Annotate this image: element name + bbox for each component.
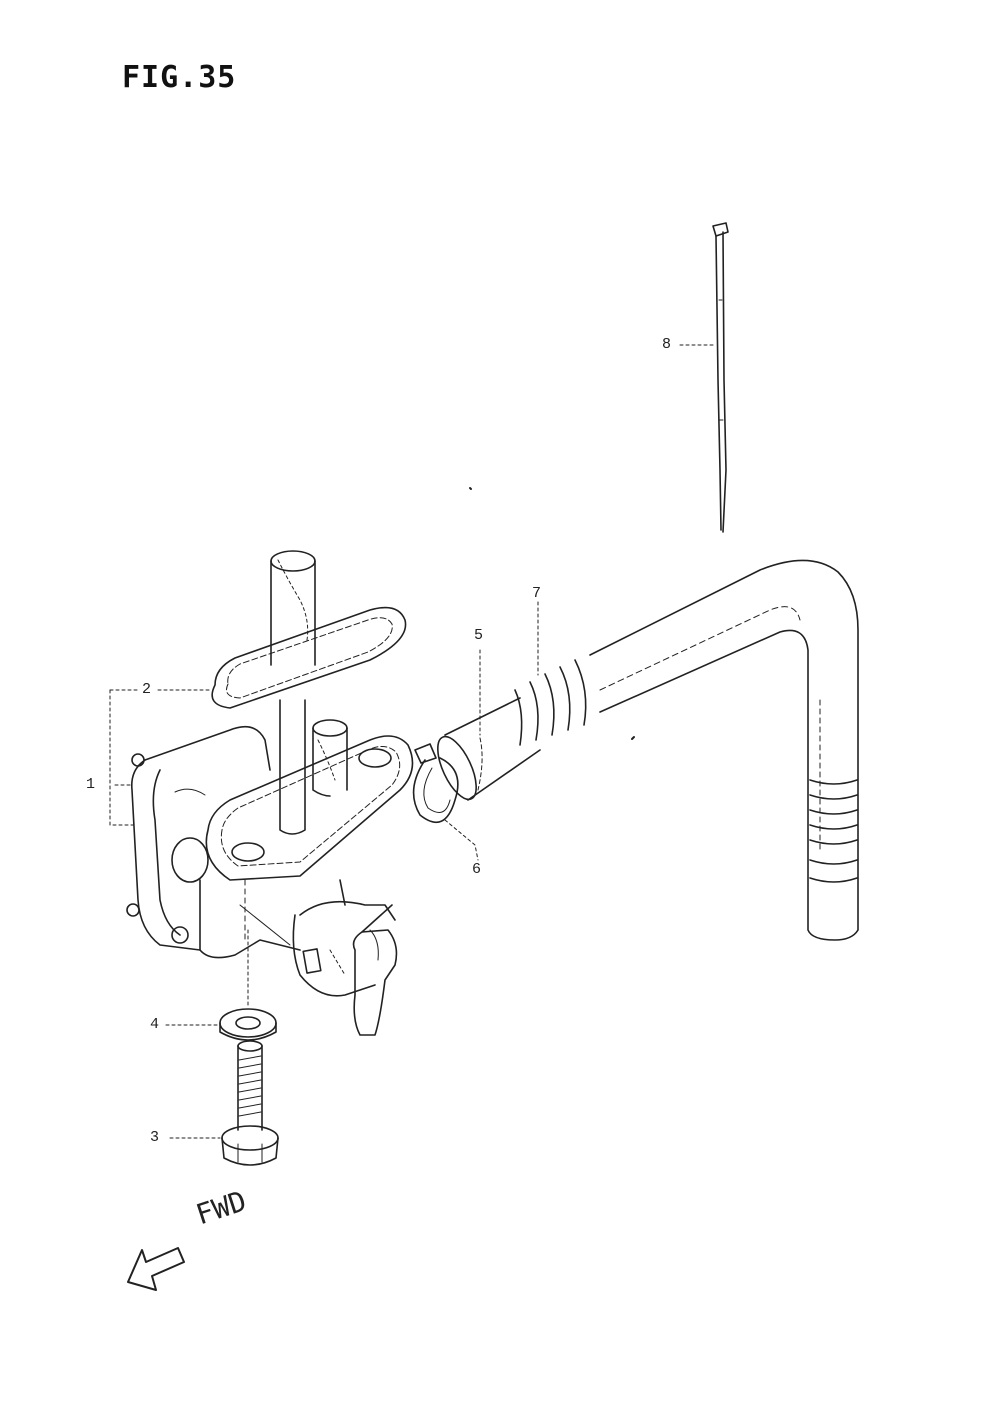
- callout-5: 5: [474, 627, 484, 644]
- callout-4: 4: [150, 1016, 160, 1033]
- hose-stub: [430, 698, 540, 805]
- callout-1: 1: [86, 776, 96, 793]
- gasket: [212, 608, 405, 708]
- hose-clip: [414, 744, 458, 822]
- callout-2: 2: [142, 681, 152, 698]
- scan-specks: [470, 488, 634, 739]
- leader-lines: [110, 345, 714, 1138]
- bolt: [222, 1041, 278, 1165]
- callout-3: 3: [150, 1129, 160, 1146]
- washer: [220, 1009, 276, 1040]
- figure-title: FIG.35: [122, 60, 237, 95]
- forward-arrow-icon: [128, 1248, 184, 1290]
- fuel-valve: [127, 551, 413, 1035]
- callout-6: 6: [472, 861, 482, 878]
- callout-8: 8: [662, 336, 672, 353]
- fuel-hose: [515, 560, 858, 940]
- cable-tie: [713, 223, 728, 532]
- callout-7: 7: [532, 585, 542, 602]
